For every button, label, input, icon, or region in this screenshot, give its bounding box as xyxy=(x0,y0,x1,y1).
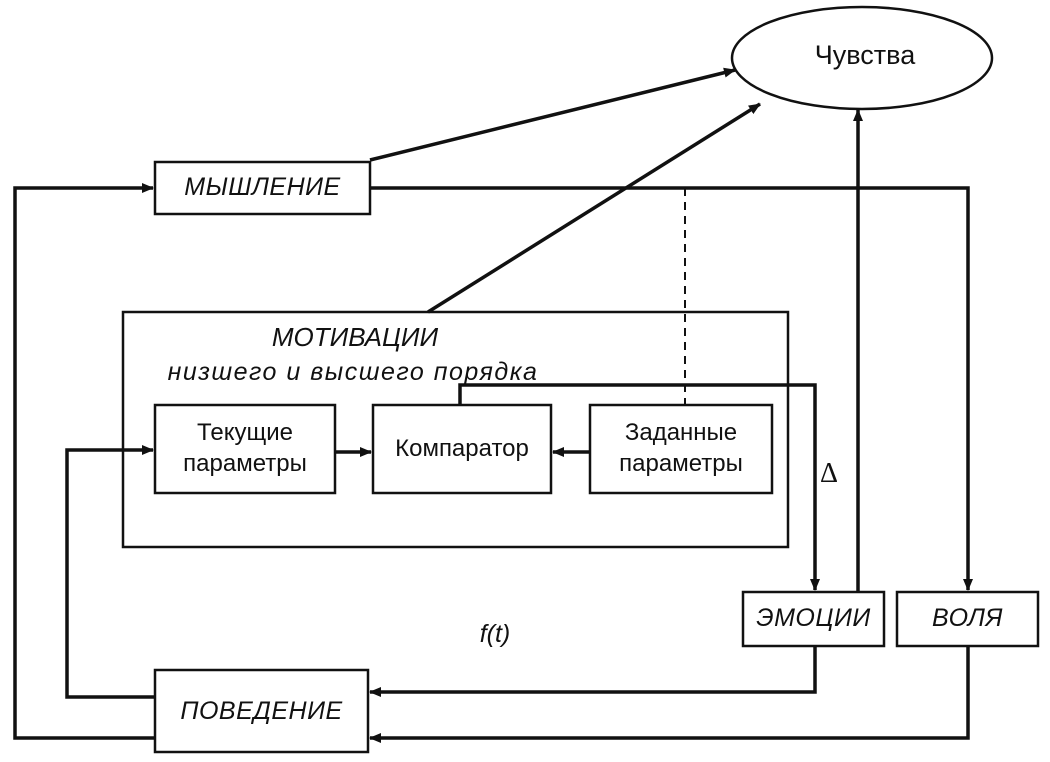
target-params-line1: Заданные xyxy=(624,419,738,446)
edge-thinking-feelings xyxy=(369,67,736,162)
edge-will-behavior xyxy=(369,646,970,743)
motivations-subtitle: низшего и высшего порядка xyxy=(167,358,539,386)
function-label: f(t) xyxy=(479,620,511,648)
behavior-label: ПОВЕДЕНИЕ xyxy=(180,697,343,725)
current-params-line2: параметры xyxy=(183,450,307,477)
feelings-label: Чувства xyxy=(814,40,916,70)
behavior-node xyxy=(153,668,370,754)
motivations-node xyxy=(121,310,790,549)
comparator-label: Компаратор xyxy=(395,435,529,462)
edge-behavior-thinking xyxy=(13,183,155,740)
edge-emotions-behavior xyxy=(369,646,817,697)
edge-thinking-will xyxy=(370,186,973,591)
delta-label: Δ xyxy=(819,458,838,489)
thinking-label: МЫШЛЕНИЕ xyxy=(184,173,341,201)
target-params-line2: параметры xyxy=(619,450,743,477)
current-params-line1: Текущие xyxy=(197,419,293,446)
edge-comparator-emotions xyxy=(458,383,820,591)
will-label: ВОЛЯ xyxy=(932,604,1003,632)
target-params-node xyxy=(588,403,774,495)
current-params-node xyxy=(153,403,337,495)
emotions-node xyxy=(741,590,886,648)
thinking-node xyxy=(153,160,372,216)
edge-behavior-current xyxy=(65,445,155,699)
edge-motivations-feelings xyxy=(427,102,761,314)
comparator-node xyxy=(371,403,553,495)
motivations-title: МОТИВАЦИИ xyxy=(271,322,439,352)
emotions-label: ЭМОЦИИ xyxy=(756,604,871,632)
